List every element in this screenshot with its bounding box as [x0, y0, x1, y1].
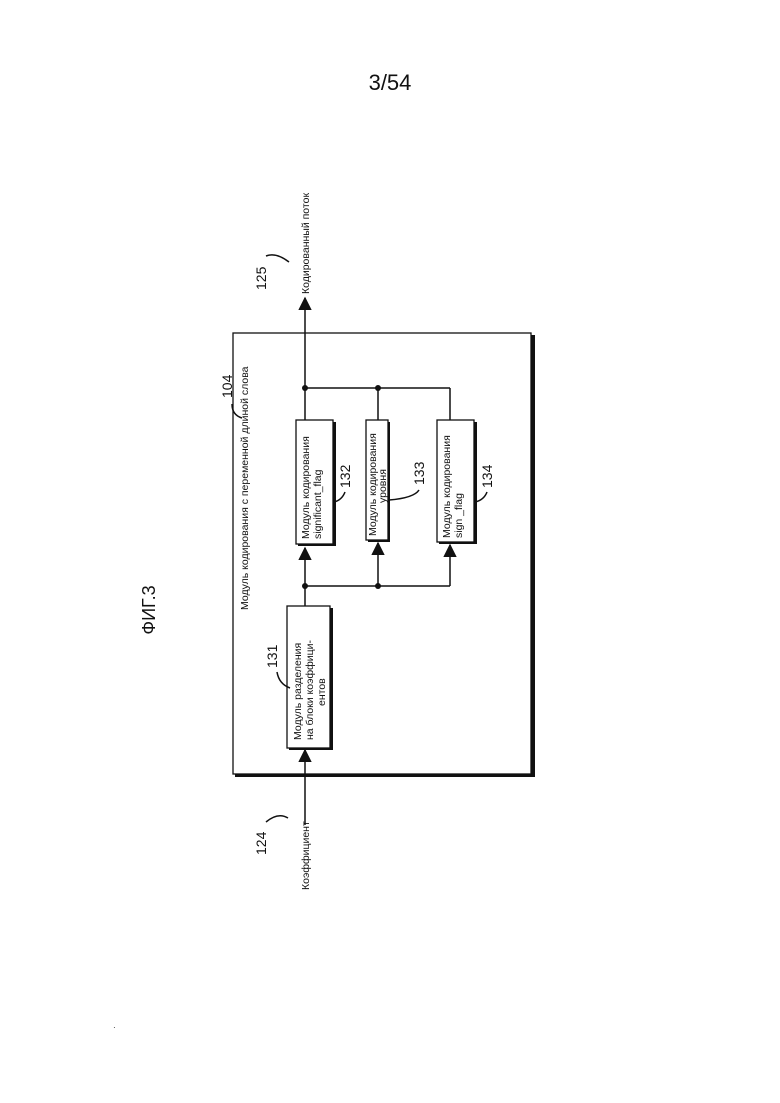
- block-133-line-2: уровня: [377, 469, 389, 503]
- block-131-line-3: ентов: [316, 678, 328, 706]
- output-label: Кодированный поток: [300, 193, 312, 294]
- block-132-line-2: significant_flag: [312, 469, 324, 539]
- block-132-line-1: Модуль кодирования: [300, 436, 312, 539]
- block-132-ref: 132: [337, 464, 353, 488]
- input-ref: 124: [253, 831, 269, 855]
- figure-label: ФИГ.3: [139, 585, 159, 634]
- outer-module-ref: 104: [219, 374, 235, 398]
- block-134-ref: 134: [479, 464, 495, 488]
- block-131-line-1: Модуль разделения: [292, 643, 304, 740]
- junction-dot: [375, 385, 381, 391]
- block-133-ref: 133: [411, 461, 427, 485]
- input-label: Коэффициент: [300, 821, 312, 890]
- block-131-line-2: на блоки коэффици-: [304, 640, 316, 740]
- outer-module-frame: [233, 333, 531, 774]
- block-131-ref: 131: [264, 644, 280, 668]
- block-134-line-2: sign _flag: [453, 493, 465, 538]
- page-mark: ·: [113, 1023, 116, 1032]
- output-ref: 125: [253, 266, 269, 290]
- block-134-line-1: Модуль кодирования: [441, 435, 453, 538]
- input-ref-leader: [266, 816, 288, 822]
- output-ref-leader: [266, 255, 289, 262]
- outer-module-label: Модуль кодирования с переменной длиной с…: [239, 366, 251, 610]
